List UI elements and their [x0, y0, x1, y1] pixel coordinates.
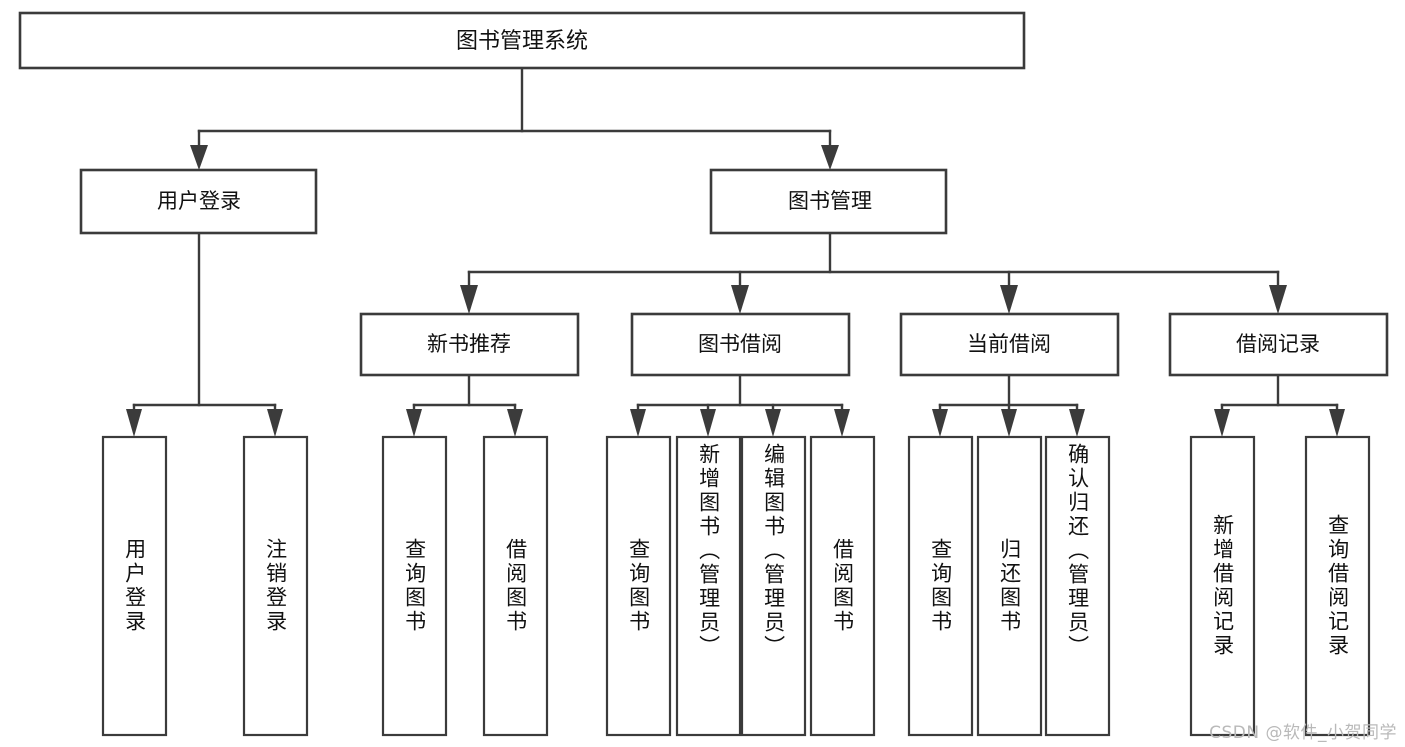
leaf-box-query-book-2[interactable]	[605, 435, 672, 737]
arrow-head-leaf-borrow-book-2	[834, 409, 850, 437]
arrow-head-leaf-edit-book-admin	[765, 409, 781, 437]
node-book-borrow[interactable]: 图书借阅	[630, 312, 851, 377]
node-book-manage-label: 图书管理	[788, 189, 872, 213]
connector-bookborrow-to-leaves	[630, 373, 850, 437]
arrow-head-leaf-logout-login	[267, 409, 283, 437]
arrow-head-leaf-add-book-admin	[700, 409, 716, 437]
leaf-box-query-book-3[interactable]	[907, 435, 974, 737]
leaf-box-borrow-book-1[interactable]	[482, 435, 549, 737]
node-root-system-box	[18, 11, 1026, 70]
node-new-book-recommend-box	[359, 312, 580, 377]
arrow-head-leaf-query-book-1	[406, 409, 422, 437]
node-current-borrow-box	[899, 312, 1120, 377]
node-book-manage[interactable]: 图书管理	[709, 168, 948, 235]
node-book-manage-box	[709, 168, 948, 235]
arrow-head-leaf-query-book-2	[630, 409, 646, 437]
node-current-borrow-label: 当前借阅	[967, 332, 1051, 356]
node-new-book-recommend[interactable]: 新书推荐	[359, 312, 580, 377]
arrow-head-new-book-recommend	[460, 285, 478, 314]
leaf-box-query-borrow-record[interactable]	[1304, 435, 1371, 737]
leaf-box-return-book[interactable]	[976, 435, 1043, 737]
leaf-box-user-login[interactable]	[101, 435, 168, 737]
arrow-head-borrow-record	[1269, 285, 1287, 314]
arrow-head-current-borrow	[1000, 285, 1018, 314]
node-new-book-recommend-label: 新书推荐	[427, 332, 511, 356]
node-book-borrow-label: 图书借阅	[698, 332, 782, 356]
leaf-box-borrow-book-2[interactable]	[809, 435, 876, 737]
connector-userlogin-to-leaves	[126, 231, 283, 437]
connector-currentborrow-to-leaves	[932, 373, 1085, 437]
node-root-system[interactable]: 图书管理系统	[18, 11, 1026, 70]
node-user-login-label: 用户登录	[157, 189, 241, 213]
arrow-head-book-borrow	[731, 285, 749, 314]
leaf-box-logout-login[interactable]	[242, 435, 309, 737]
watermark-text: CSDN @软件_小贺同学	[1209, 723, 1397, 743]
arrow-head-leaf-query-book-3	[932, 409, 948, 437]
arrow-head-leaf-user-login	[126, 409, 142, 437]
connector-newbook-to-leaves	[406, 373, 523, 437]
arrow-head-leaf-add-borrow-record	[1214, 409, 1230, 437]
arrow-head-leaf-return-book	[1001, 409, 1017, 437]
node-user-login-box	[79, 168, 318, 235]
leaf-box-edit-book-admin[interactable]	[740, 435, 807, 737]
arrow-head-book-manage	[821, 145, 839, 170]
arrow-head-leaf-confirm-return-admin	[1069, 409, 1085, 437]
leaf-boxes-group	[101, 435, 1371, 737]
arrow-head-leaf-borrow-book-1	[507, 409, 523, 437]
connector-bookmanage-to-level3	[460, 231, 1287, 314]
arrow-head-leaf-query-borrow-record	[1329, 409, 1345, 437]
node-borrow-record[interactable]: 借阅记录	[1168, 312, 1389, 377]
connector-root-to-level2	[190, 66, 839, 170]
leaf-box-add-borrow-record[interactable]	[1189, 435, 1256, 737]
node-book-borrow-box	[630, 312, 851, 377]
node-borrow-record-label: 借阅记录	[1236, 332, 1320, 356]
leaf-box-confirm-return-admin[interactable]	[1044, 435, 1111, 737]
node-user-login[interactable]: 用户登录	[79, 168, 318, 235]
leaf-box-query-book-1[interactable]	[381, 435, 448, 737]
node-root-system-label: 图书管理系统	[456, 29, 588, 54]
leaf-box-add-book-admin[interactable]	[675, 435, 742, 737]
arrow-head-user-login	[190, 145, 208, 170]
connector-borrowrecord-to-leaves	[1214, 373, 1345, 437]
node-borrow-record-box	[1168, 312, 1389, 377]
node-current-borrow[interactable]: 当前借阅	[899, 312, 1120, 377]
